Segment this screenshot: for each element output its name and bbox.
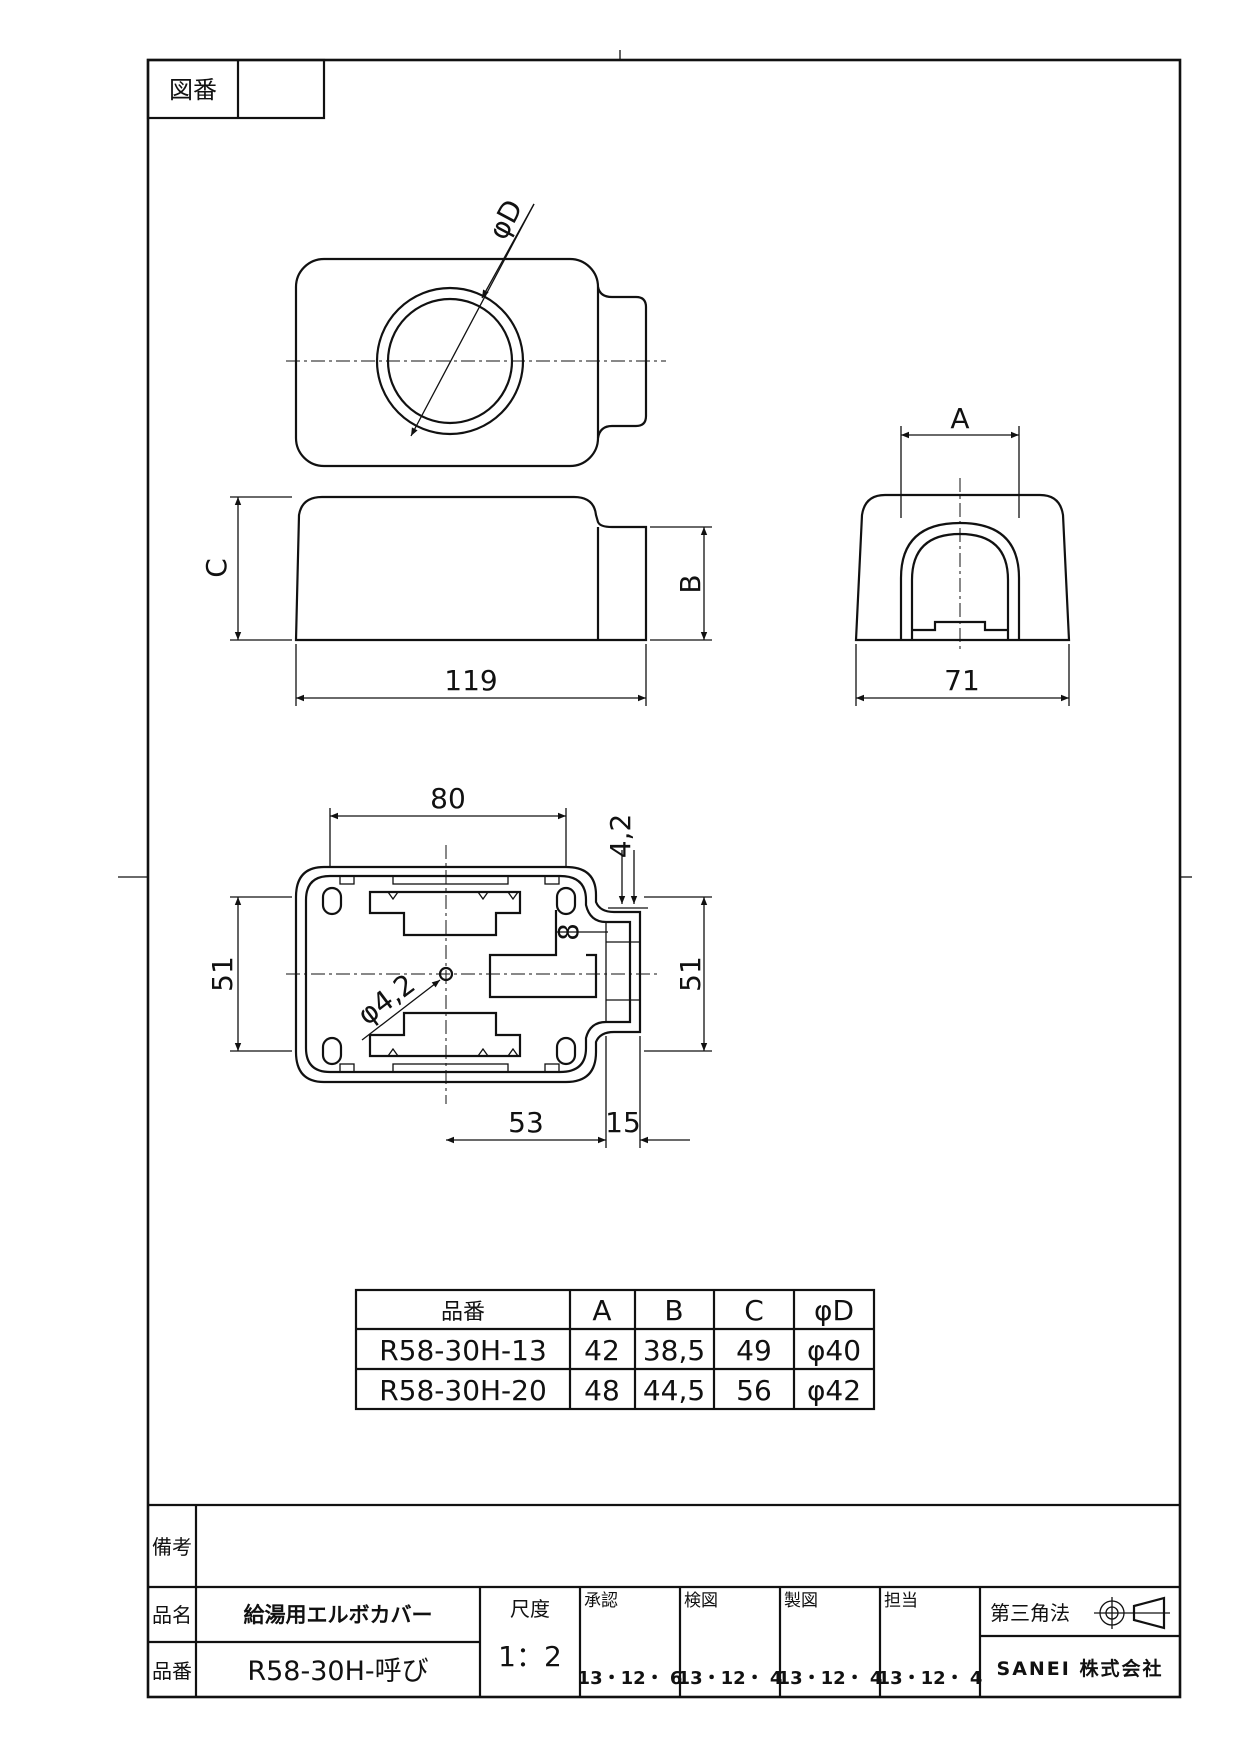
dim-51-right: 51 <box>674 956 707 992</box>
drawing-number-box: 図番 <box>146 58 326 120</box>
table-header-b: B <box>664 1294 683 1327</box>
table-header-phi-d: φD <box>814 1294 854 1327</box>
projection-label: 第三角法 <box>990 1601 1070 1625</box>
c-label: C <box>200 558 233 578</box>
remarks-label: 備考 <box>152 1535 192 1559</box>
scale-label: 尺度 <box>510 1597 550 1621</box>
check-date: 13・12・ 4 <box>678 1668 783 1689</box>
top-view: φD <box>286 194 666 468</box>
table-row-2-b: 44,5 <box>643 1374 705 1407</box>
scale-value: 1：2 <box>498 1640 562 1673</box>
table-row-2-phi-d: φ42 <box>807 1374 861 1407</box>
approve-date: 13・12・ 6 <box>578 1668 683 1689</box>
centering-marks <box>118 50 1192 878</box>
charge-label: 担当 <box>884 1591 918 1611</box>
table-row-1-b: 38,5 <box>643 1334 705 1367</box>
title-block: 備考 品名 給湯用エルボカバー 品番 R58-30H-呼び 尺度 1：2 承認 … <box>148 1503 1180 1697</box>
a-label: A <box>950 402 969 435</box>
product-number-label: 品番 <box>152 1659 192 1683</box>
check-label: 検図 <box>684 1591 718 1611</box>
table-row-1-phi-d: φ40 <box>807 1334 861 1367</box>
table-row-1-c: 49 <box>736 1334 772 1367</box>
table-header-c: C <box>744 1294 764 1327</box>
dim-4-2: 4,2 <box>604 814 637 859</box>
sheet-border <box>146 58 1182 1699</box>
product-number-value: R58-30H-呼び <box>247 1656 428 1687</box>
product-name-label: 品名 <box>152 1603 192 1627</box>
third-angle-projection-icon <box>1094 1596 1170 1630</box>
dim-51-left: 51 <box>206 956 239 992</box>
side-view: A 71 <box>854 402 1071 706</box>
phi-d-label: φD <box>482 194 530 245</box>
table-header-a: A <box>592 1294 611 1327</box>
drawing-number-label: 図番 <box>169 76 217 104</box>
draw-label: 製図 <box>784 1591 818 1611</box>
table-row-2-part: R58-30H-20 <box>379 1374 547 1407</box>
company-name: SANEI 株式会社 <box>997 1657 1164 1680</box>
dim-119: 119 <box>444 664 497 697</box>
b-label: B <box>674 574 707 593</box>
spec-table: 品番 A B C φD R58-30H-13 42 38,5 49 φ40 R5… <box>354 1288 876 1411</box>
table-row-2-a: 48 <box>584 1374 620 1407</box>
approve-label: 承認 <box>584 1591 618 1611</box>
table-row-1-part: R58-30H-13 <box>379 1334 547 1367</box>
dim-15: 15 <box>605 1106 641 1139</box>
dim-53: 53 <box>508 1106 544 1139</box>
product-name-value: 給湯用エルボカバー <box>244 1603 433 1627</box>
dim-80: 80 <box>430 782 466 815</box>
table-row-1-a: 42 <box>584 1334 620 1367</box>
table-header-part: 品番 <box>441 1300 485 1325</box>
dim-71: 71 <box>944 664 980 697</box>
table-row-2-c: 56 <box>736 1374 772 1407</box>
draw-date: 13・12・ 4 <box>778 1668 883 1689</box>
charge-date: 13・12・ 4 <box>878 1668 983 1689</box>
front-view: C B 119 <box>200 495 712 706</box>
bottom-view: 80 4,2 8 51 51 φ4,2 53 15 <box>206 782 712 1148</box>
dim-8: 8 <box>552 923 585 941</box>
